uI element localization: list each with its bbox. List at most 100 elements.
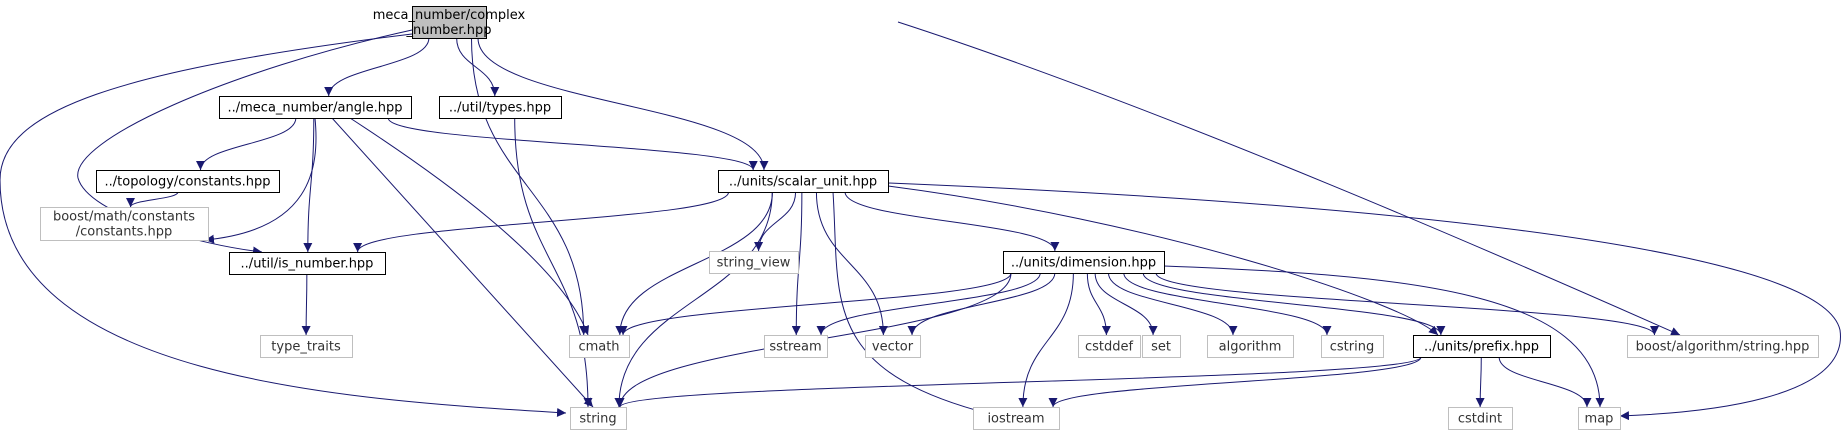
node-cstring: cstring	[1321, 335, 1384, 358]
node-box-root	[412, 6, 487, 39]
edge-scalar_unit-to-is_number	[353, 191, 730, 253]
edge-scalar_unit-to-prefix	[887, 185, 1439, 336]
node-label-boost_string: boost/algorithm/string.hpp	[1636, 340, 1810, 355]
node-label-cstddef: cstddef	[1085, 340, 1134, 355]
edge-scalar_unit-to-dimension	[844, 191, 1060, 252]
node-types[interactable]: ../util/types.hpp	[439, 96, 562, 119]
node-algorithm: algorithm	[1207, 335, 1294, 358]
node-box-type_traits	[260, 335, 353, 358]
edge-dimension-to-sstream	[816, 272, 1041, 336]
edge-scalar_unit-to-cmath	[615, 191, 773, 336]
edge-dimension-to-algorithm	[1107, 272, 1238, 336]
node-label-topology: ../topology/constants.hpp	[105, 175, 271, 190]
node-box-scalar_unit	[718, 170, 889, 193]
edge-scalar_unit-to-vector	[815, 191, 888, 336]
node-scalar_unit[interactable]: ../units/scalar_unit.hpp	[718, 170, 889, 193]
node-boost_math: boost/math/constants/constants.hpp	[40, 207, 209, 241]
edge-scalar_unit-to-map	[887, 182, 1841, 421]
node-box-cstring	[1321, 335, 1384, 358]
edge-scalar_unit-to-sstream	[791, 191, 803, 336]
edge-angle-to-cmath	[349, 117, 590, 336]
node-root[interactable]: meca_number/complex_number.hpp	[373, 6, 526, 39]
node-boost_string: boost/algorithm/string.hpp	[1627, 335, 1819, 358]
node-box-angle	[219, 96, 412, 119]
edge-dimension-to-cmath	[618, 272, 1012, 336]
node-box-map	[1578, 407, 1621, 430]
node-cmath: cmath	[569, 335, 630, 358]
node-label-types: ../util/types.hpp	[449, 101, 551, 116]
node-label-map: map	[1585, 412, 1614, 427]
node-box-boost_string	[1627, 335, 1819, 358]
node-label-string: string	[579, 412, 616, 427]
edge-dimension-to-set	[1094, 272, 1158, 336]
node-label-dimension: ../units/dimension.hpp	[1011, 256, 1156, 271]
node-vector: vector	[865, 335, 921, 358]
edge-is_number-to-type_traits	[301, 273, 311, 336]
node-is_number[interactable]: ../util/is_number.hpp	[229, 252, 386, 275]
node-label-prefix: ../units/prefix.hpp	[1424, 340, 1539, 355]
node-map: map	[1578, 407, 1621, 430]
edge-angle-to-is_number	[303, 117, 315, 253]
edge-scalar_unit-to-string_view	[754, 191, 797, 252]
node-box-vector	[865, 335, 921, 358]
edge-angle-to-topology	[196, 117, 297, 171]
edge-dimension-to-cstddef	[1086, 272, 1111, 336]
node-label-is_number: ../util/is_number.hpp	[241, 257, 374, 272]
node-dimension[interactable]: ../units/dimension.hpp	[1003, 251, 1165, 274]
edge-root-to-boost_string	[897, 21, 1681, 336]
node-topology[interactable]: ../topology/constants.hpp	[96, 170, 280, 193]
node-box-cmath	[569, 335, 630, 358]
node-box-sstream	[764, 335, 828, 358]
node-box-string_view	[709, 251, 799, 274]
edge-angle-to-boost_math	[204, 117, 317, 244]
node-cstddef: cstddef	[1078, 335, 1141, 358]
node-label-root-line-1: _number.hpp	[406, 23, 492, 38]
edge-types-to-string	[514, 117, 593, 408]
node-label-cmath: cmath	[578, 340, 619, 355]
node-label-root-line-0: meca_number/complex	[373, 8, 526, 23]
node-label-scalar_unit: ../units/scalar_unit.hpp	[729, 175, 877, 190]
edge-angle-to-string	[331, 117, 594, 408]
node-box-dimension	[1003, 251, 1165, 274]
node-box-types	[439, 96, 562, 119]
edge-root-to-scalar_unit	[477, 37, 769, 171]
edge-root-to-types	[456, 37, 500, 97]
edge-angle-to-scalar_unit	[387, 117, 758, 171]
edge-root-to-cmath	[471, 37, 589, 336]
edge-prefix-to-cstdint	[1475, 356, 1485, 408]
node-label-cstdint: cstdint	[1458, 412, 1502, 427]
node-sstream: sstream	[764, 335, 828, 358]
node-string_view: string_view	[709, 251, 799, 274]
edge-scalar_unit-to-iostream	[832, 191, 991, 417]
node-prefix[interactable]: ../units/prefix.hpp	[1413, 335, 1551, 358]
node-box-cstddef	[1078, 335, 1141, 358]
node-label-string_view: string_view	[717, 256, 791, 271]
node-set: set	[1142, 335, 1181, 358]
edge-root-to-string	[0, 33, 567, 417]
node-box-algorithm	[1207, 335, 1294, 358]
node-label-algorithm: algorithm	[1219, 340, 1282, 355]
node-angle[interactable]: ../meca_number/angle.hpp	[219, 96, 412, 119]
edge-root-to-angle	[324, 37, 430, 97]
node-box-cstdint	[1448, 407, 1513, 430]
node-label-set: set	[1151, 340, 1171, 355]
node-type_traits: type_traits	[260, 335, 353, 358]
node-label-sstream: sstream	[769, 340, 821, 355]
node-box-iostream	[973, 407, 1060, 430]
edge-dimension-to-vector	[907, 272, 1056, 336]
edge-prefix-to-map	[1498, 356, 1592, 408]
edge-dimension-to-map	[1163, 265, 1605, 408]
node-label-vector: vector	[872, 340, 914, 355]
edge-scalar_unit-to-string	[614, 191, 773, 408]
edge-prefix-to-string	[615, 356, 1422, 408]
edge-prefix-to-iostream	[1048, 356, 1422, 408]
node-label-boost_math-line-1: /constants.hpp	[76, 225, 173, 240]
edge-dimension-to-iostream	[1018, 272, 1074, 408]
node-label-type_traits: type_traits	[271, 340, 341, 355]
nodes-layer: meca_number/complex_number.hpp ../meca_nu…	[40, 6, 1819, 430]
node-label-cstring: cstring	[1330, 340, 1374, 355]
node-box-boost_math	[40, 207, 209, 241]
edge-dimension-to-prefix	[1142, 272, 1446, 336]
node-box-prefix	[1413, 335, 1551, 358]
